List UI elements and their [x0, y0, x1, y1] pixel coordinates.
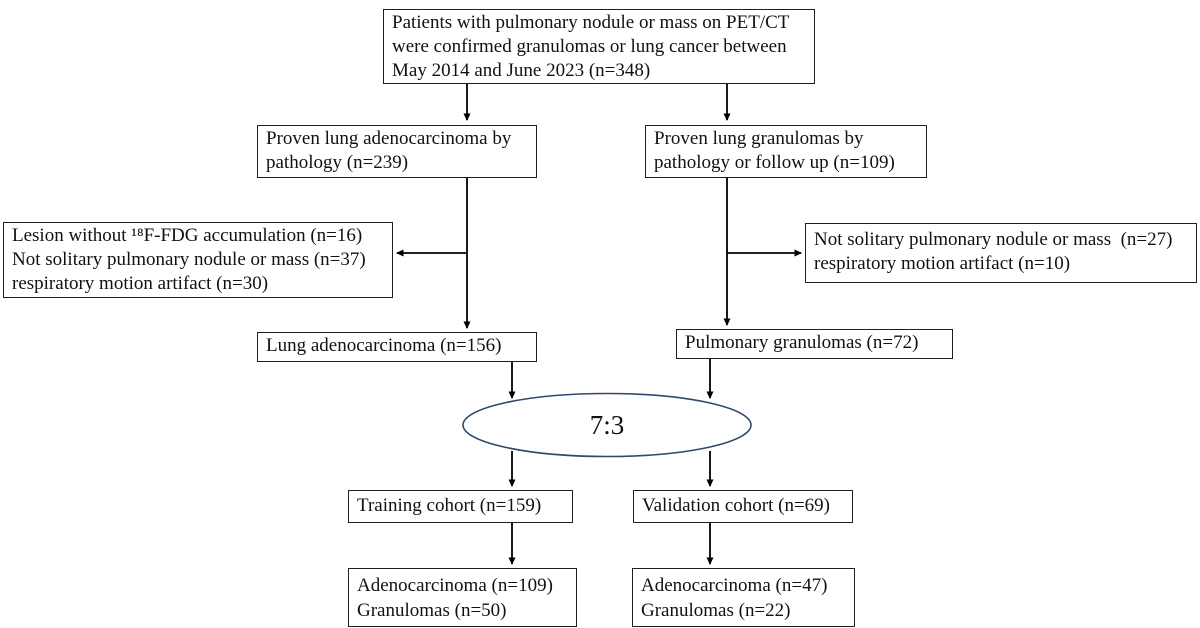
- box-text-line: Adenocarcinoma (n=47): [641, 575, 828, 596]
- box-text-line: Granulomas (n=22): [641, 600, 791, 621]
- box-validation-breakdown: Adenocarcinoma (n=47) Granulomas (n=22): [632, 568, 855, 627]
- box-text-line: respiratory motion artifact (n=30): [12, 273, 269, 294]
- box-text-line: were confirmed granulomas or lung cancer…: [392, 36, 787, 57]
- box-text-line: Adenocarcinoma (n=109): [357, 575, 553, 596]
- box-training-cohort: Training cohort (n=159): [348, 490, 573, 523]
- box-text-line: Not solitary pulmonary nodule or mass (n…: [12, 249, 366, 270]
- box-text-line: May 2014 and June 2023 (n=348): [392, 60, 651, 81]
- box-text-line: pathology (n=239): [266, 152, 409, 173]
- box-validation-cohort: Validation cohort (n=69): [633, 490, 853, 523]
- split-ratio-ellipse: [462, 392, 752, 458]
- box-training-breakdown: Adenocarcinoma (n=109) Granulomas (n=50): [348, 568, 577, 627]
- box-proven-granulomas: Proven lung granulomas by pathology or f…: [645, 125, 927, 178]
- box-text-line: respiratory motion artifact (n=10): [814, 253, 1071, 274]
- box-text-line: Lesion without ¹⁸F-FDG accumulation (n=1…: [12, 225, 363, 246]
- box-text-line: Proven lung adenocarcinoma by: [266, 128, 512, 149]
- box-text-line: Not solitary pulmonary nodule or mass (n…: [814, 229, 1173, 250]
- box-lung-adenocarcinoma: Lung adenocarcinoma (n=156): [257, 332, 537, 362]
- box-text-line: pathology or follow up (n=109): [654, 152, 895, 173]
- box-excluded-granulomas: Not solitary pulmonary nodule or mass (n…: [805, 223, 1197, 283]
- box-text-line: Pulmonary granulomas (n=72): [685, 332, 919, 353]
- box-source-population: Patients with pulmonary nodule or mass o…: [383, 9, 815, 84]
- box-text-line: Granulomas (n=50): [357, 600, 507, 621]
- box-excluded-adenocarcinoma: Lesion without ¹⁸F-FDG accumulation (n=1…: [3, 222, 393, 298]
- split-ratio-label: 7:3: [589, 409, 625, 440]
- box-proven-adenocarcinoma: Proven lung adenocarcinoma by pathology …: [257, 125, 537, 178]
- box-text-line: Validation cohort (n=69): [642, 495, 831, 516]
- box-text-line: Proven lung granulomas by: [654, 128, 864, 149]
- box-text-line: Patients with pulmonary nodule or mass o…: [392, 12, 790, 33]
- box-text-line: Lung adenocarcinoma (n=156): [266, 335, 502, 356]
- box-text-line: Training cohort (n=159): [357, 495, 542, 516]
- box-pulmonary-granulomas: Pulmonary granulomas (n=72): [676, 329, 953, 359]
